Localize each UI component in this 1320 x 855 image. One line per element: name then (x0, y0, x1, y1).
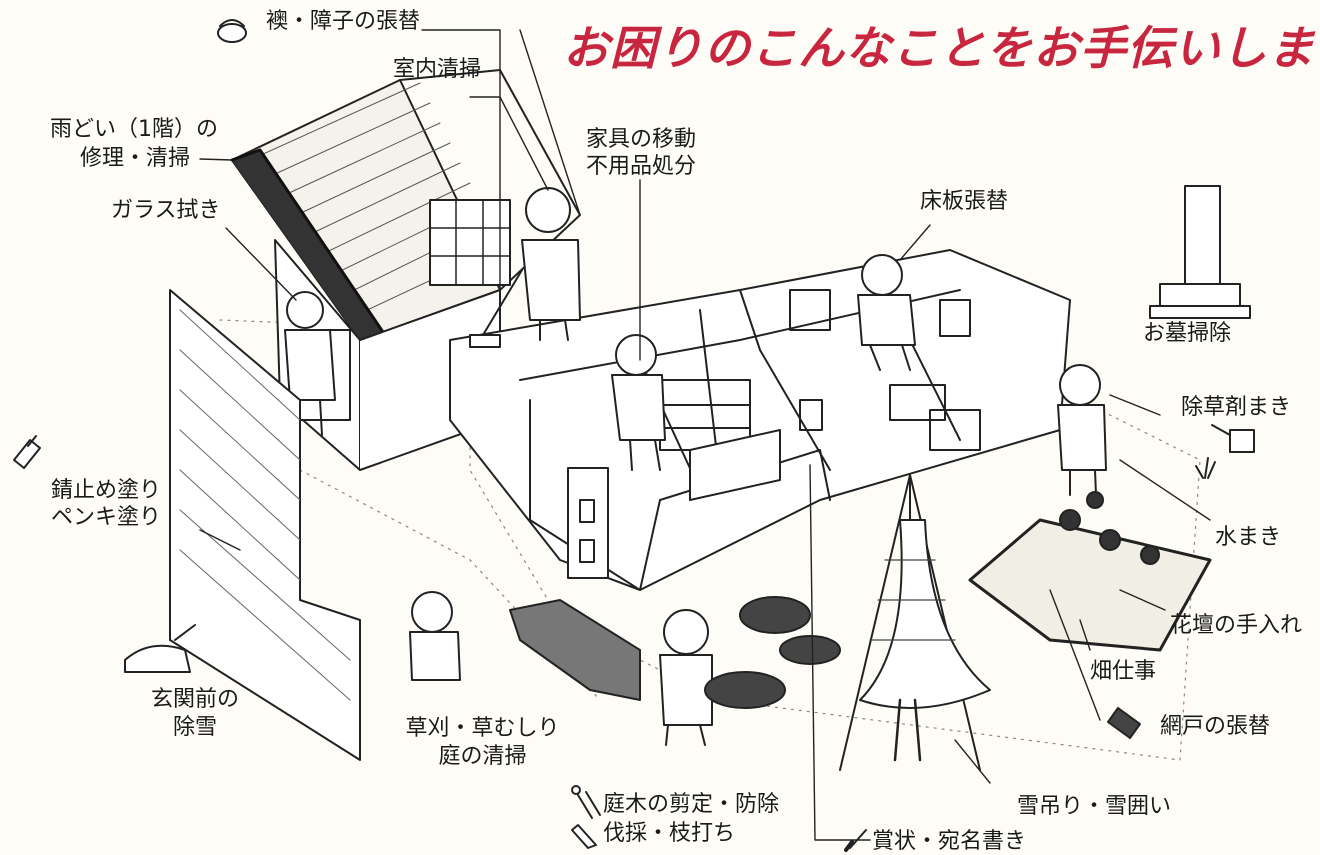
label-furniture-2: 不用品処分 (586, 154, 697, 179)
snow-shovel-icon (124, 624, 196, 673)
gravestone (1149, 185, 1251, 319)
person-window-cleaner (284, 291, 336, 436)
label-watering: 水まき (1215, 525, 1282, 550)
shears-icon (571, 785, 601, 819)
label-flowerbed: 花壇の手入れ (1170, 613, 1303, 638)
paint-brush-icon (13, 435, 41, 469)
saw-icon (571, 824, 597, 849)
label-floor: 床板張替 (920, 189, 1009, 214)
label-furniture-1: 家具の移動 (586, 127, 697, 152)
label-screen: 網戸の張替 (1160, 714, 1271, 739)
label-grave: お墓掃除 (1143, 321, 1232, 346)
person-vacuum (469, 187, 581, 348)
person-watering (1057, 364, 1107, 496)
label-window: ガラス拭き (111, 198, 221, 223)
flowerbed (968, 491, 1212, 652)
label-weeding-2: 庭の清掃 (438, 744, 527, 769)
wooden-fence (169, 289, 361, 761)
bucket-icon (217, 19, 247, 43)
label-fusuma: 襖・障子の張替 (266, 9, 421, 34)
label-pruning-2: 伐採・枝打ち (603, 821, 736, 846)
pine-shrub (704, 596, 841, 709)
label-gutter-1: 雨どい（1階）の (50, 117, 218, 142)
label-gutter-2: 修理・清掃 (80, 146, 191, 171)
person-furniture (611, 334, 666, 471)
label-field: 畑仕事 (1090, 659, 1157, 684)
snow-hanging-tree (839, 474, 991, 771)
calligraphy-brush-icon (844, 829, 867, 852)
label-pruning-1: 庭木の剪定・防除 (603, 792, 780, 817)
page-headline: お困りのこんなことをお手伝いします (563, 21, 1320, 75)
label-calligraphy: 賞状・宛名書き (872, 829, 1027, 854)
label-snow-hanging: 雪吊り・雪囲い (1017, 794, 1172, 819)
person-pruning (659, 609, 713, 746)
label-weeding-1: 草刈・草むしり (405, 716, 560, 741)
weed-sprout-icon (1195, 457, 1216, 479)
watering-can-icon (1211, 424, 1255, 453)
label-rust-paint-2: ペンキ塗り (51, 505, 162, 530)
label-rust-paint-1: 錆止め塗り (51, 478, 162, 503)
label-snow-entrance-2: 除雪 (172, 715, 217, 740)
label-snow-entrance-1: 玄関前の (150, 687, 239, 712)
leader-lines (199, 29, 1211, 841)
screen-roll-icon (1107, 707, 1141, 739)
label-weed-spray: 除草剤まき (1181, 395, 1292, 420)
person-weeding (409, 591, 461, 681)
person-floor (857, 254, 916, 371)
label-room-cleaning: 室内清掃 (393, 57, 482, 82)
